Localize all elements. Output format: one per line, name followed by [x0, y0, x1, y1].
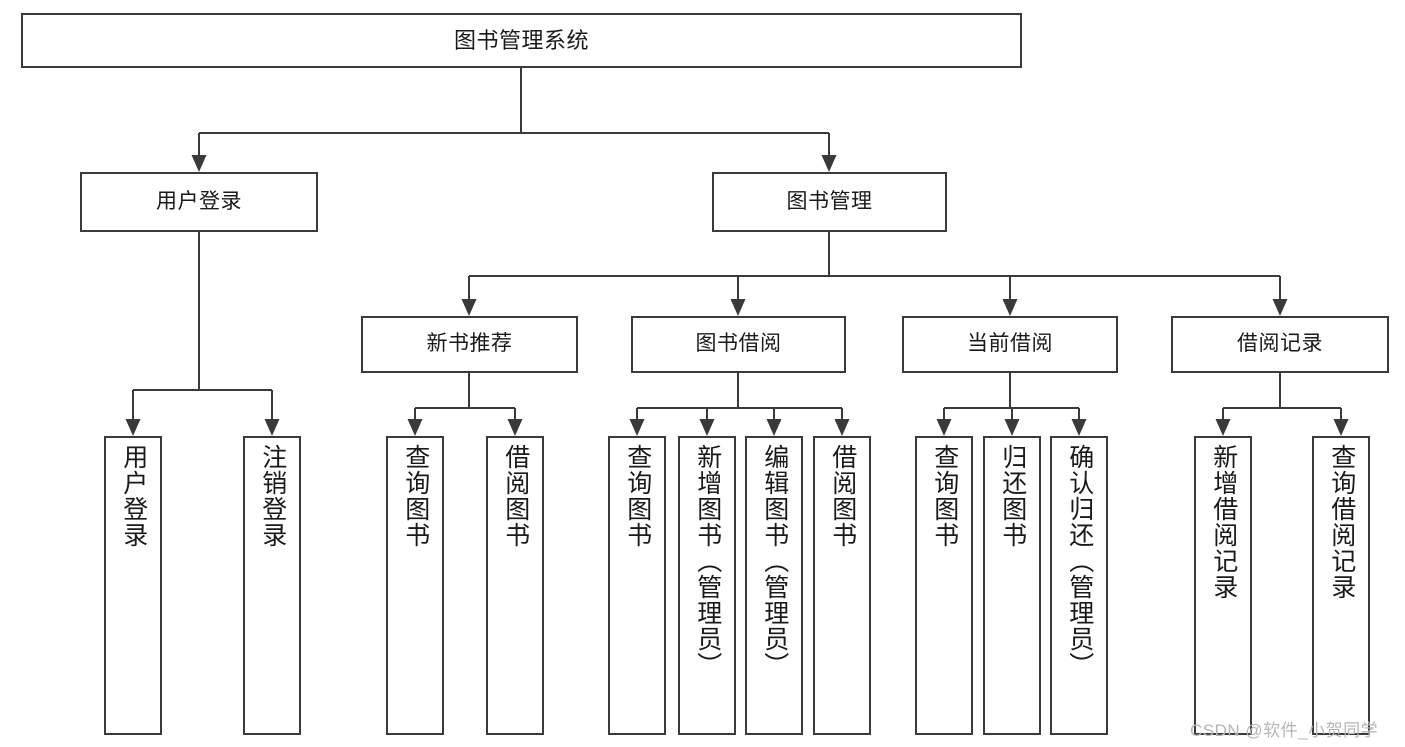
node-new-book-recommend[interactable]: 新书推荐: [361, 316, 578, 373]
node-leaf-add-book[interactable]: 新增图书（管理员）: [678, 436, 736, 735]
node-leaf-return-book[interactable]: 归还图书: [983, 436, 1041, 735]
node-book-borrow-label: 图书借阅: [695, 332, 782, 356]
node-leaf-query-book-borrow[interactable]: 查询图书: [608, 436, 666, 735]
node-borrow-record-label: 借阅记录: [1237, 332, 1323, 356]
node-leaf-query-book-rec[interactable]: 查询图书: [386, 436, 444, 735]
node-leaf-query-book-rec-label: 查询图书: [401, 444, 430, 548]
node-leaf-add-book-label: 新增图书（管理员）: [693, 444, 722, 678]
node-borrow-record[interactable]: 借阅记录: [1171, 316, 1389, 373]
node-leaf-borrow-book-rec-label: 借阅图书: [501, 444, 530, 548]
node-leaf-confirm-return[interactable]: 确认归还（管理员）: [1050, 436, 1108, 735]
node-leaf-add-record[interactable]: 新增借阅记录: [1194, 436, 1252, 735]
node-leaf-return-book-label: 归还图书: [998, 444, 1027, 548]
node-leaf-query-book-borrow-label: 查询图书: [623, 444, 652, 548]
node-leaf-user-logout-label: 注销登录: [258, 444, 287, 548]
node-leaf-query-record[interactable]: 查询借阅记录: [1312, 436, 1370, 735]
csdn-watermark: CSDN @软件_小贺同学: [1190, 721, 1379, 740]
node-leaf-query-book-cur[interactable]: 查询图书: [915, 436, 973, 735]
node-leaf-borrow-book-rec[interactable]: 借阅图书: [486, 436, 544, 735]
node-book-borrow[interactable]: 图书借阅: [631, 316, 846, 373]
node-leaf-edit-book[interactable]: 编辑图书（管理员）: [745, 436, 803, 735]
node-book-management-label: 图书管理: [786, 189, 873, 213]
node-root[interactable]: 图书管理系统: [21, 13, 1022, 68]
node-leaf-user-logout[interactable]: 注销登录: [243, 436, 301, 735]
node-leaf-edit-book-label: 编辑图书（管理员）: [760, 444, 789, 678]
node-leaf-borrow-book[interactable]: 借阅图书: [813, 436, 871, 735]
node-new-book-recommend-label: 新书推荐: [426, 332, 513, 356]
node-book-management[interactable]: 图书管理: [712, 172, 947, 232]
node-leaf-user-login-label: 用户登录: [119, 444, 148, 548]
node-leaf-user-login[interactable]: 用户登录: [104, 436, 162, 735]
node-root-label: 图书管理系统: [453, 27, 589, 53]
node-leaf-add-record-label: 新增借阅记录: [1209, 444, 1238, 600]
node-user-login-label: 用户登录: [156, 189, 242, 213]
node-current-borrow[interactable]: 当前借阅: [902, 316, 1118, 373]
node-user-login[interactable]: 用户登录: [80, 172, 318, 232]
node-current-borrow-label: 当前借阅: [967, 332, 1053, 356]
node-leaf-query-book-cur-label: 查询图书: [930, 444, 959, 548]
node-leaf-confirm-return-label: 确认归还（管理员）: [1065, 444, 1094, 678]
node-leaf-query-record-label: 查询借阅记录: [1327, 444, 1356, 600]
node-leaf-borrow-book-label: 借阅图书: [828, 444, 857, 548]
